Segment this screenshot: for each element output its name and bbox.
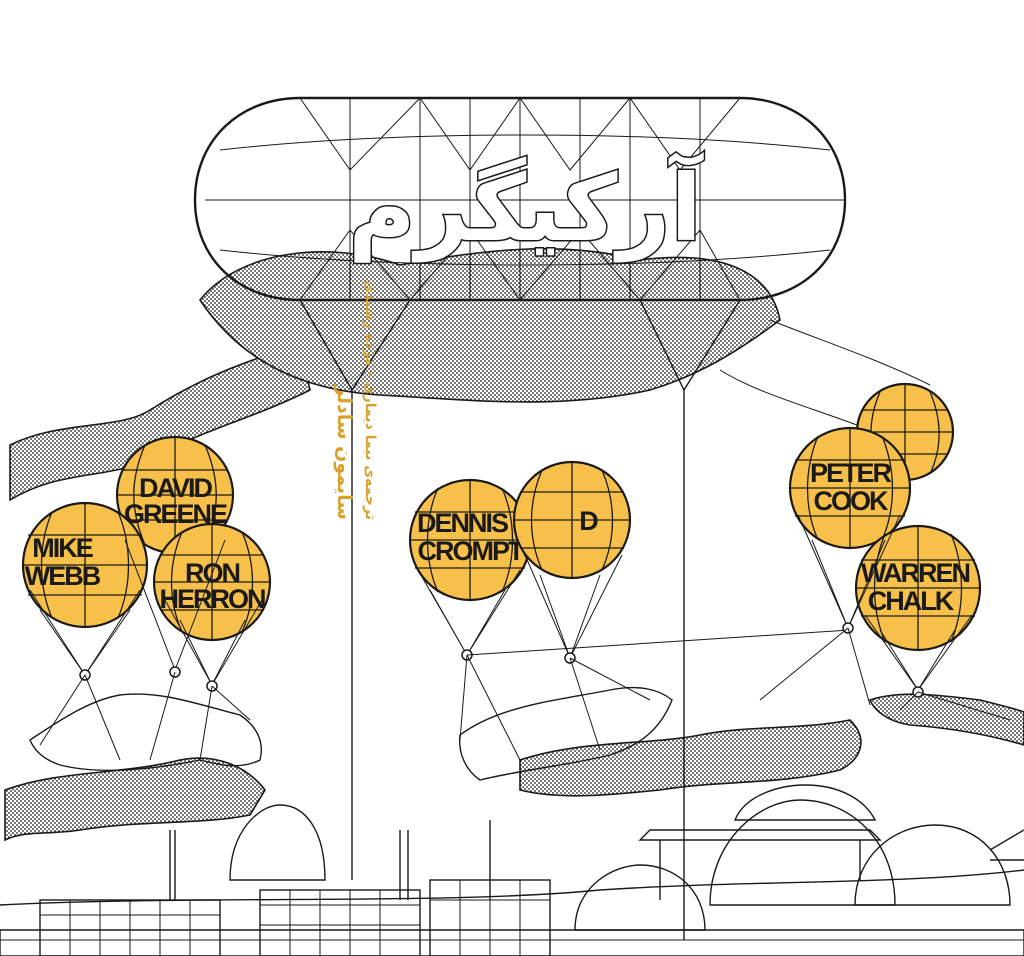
dotted-cloud-left-low — [4, 757, 266, 842]
svg-text:HERRON: HERRON — [159, 584, 265, 614]
svg-text:COOK: COOK — [814, 486, 890, 516]
svg-text:WARREN: WARREN — [861, 558, 969, 588]
dotted-cloud-center-low — [519, 719, 862, 797]
dotted-cloud-left — [9, 343, 311, 502]
balloon-mike-webb: MIKE WEBB — [21, 501, 149, 629]
svg-text:RON: RON — [185, 558, 240, 588]
balloon-warren-chalk: WARREN CHALK — [854, 524, 982, 652]
svg-text:MIKE: MIKE — [32, 533, 92, 563]
svg-text:D: D — [579, 506, 598, 536]
translator-credit: ترجمه‌ی نیما دیماری - مژده رشیدی — [362, 280, 378, 520]
svg-text:DENNIS: DENNIS — [417, 508, 508, 538]
balloon-d: D — [512, 460, 632, 580]
author-name: سایمون سادلر — [333, 384, 355, 520]
balloon-peter-cook: PETER COOK — [788, 426, 912, 550]
dotted-cloud-right — [868, 693, 1024, 746]
airship — [193, 96, 847, 392]
svg-text:PETER: PETER — [810, 458, 892, 488]
cover-title: آرکیگرم — [348, 152, 704, 263]
svg-text:WEBB: WEBB — [25, 561, 101, 591]
svg-text:CHALK: CHALK — [868, 586, 955, 616]
balloon-ron-herron: RON HERRON — [152, 522, 272, 642]
svg-text:DAVID: DAVID — [139, 473, 213, 503]
dotted-cloud-center — [199, 248, 781, 403]
city-ground — [0, 784, 1024, 956]
